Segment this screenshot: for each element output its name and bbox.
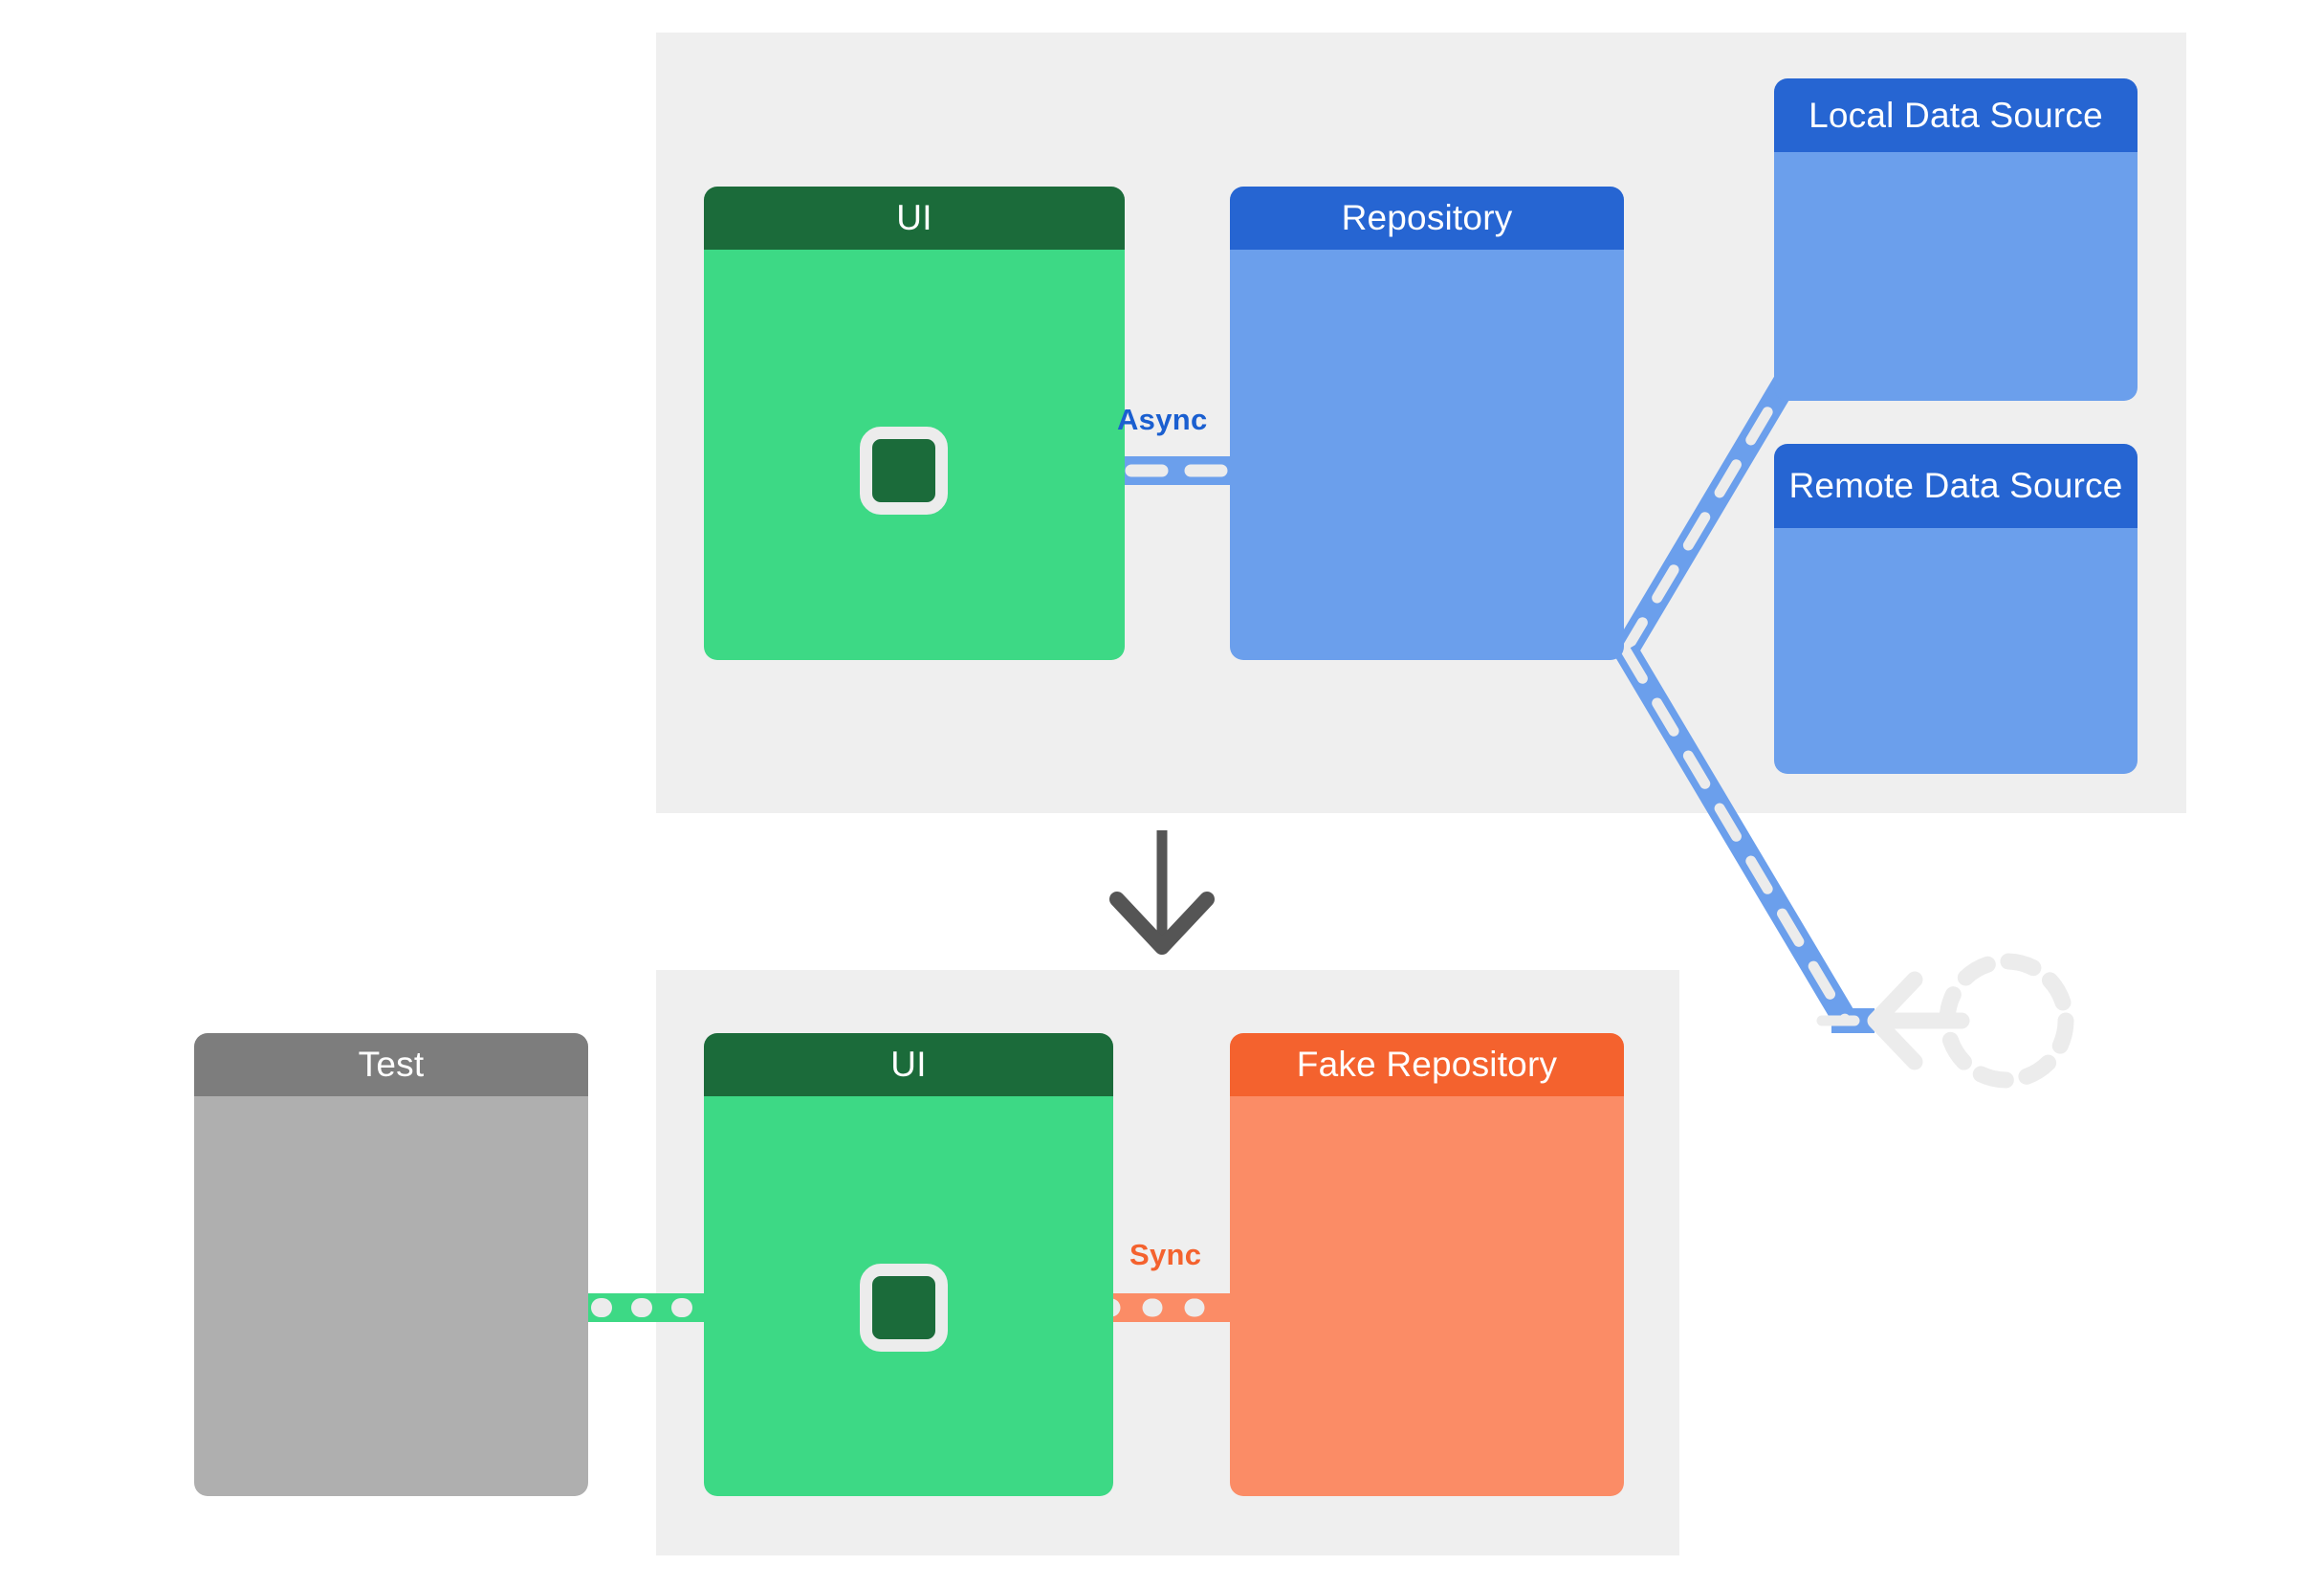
node-fake-repository-body [1230,1096,1624,1496]
ui-test-rounded-square-icon [860,1264,948,1352]
ui-production-rounded-square-icon [860,427,948,515]
arrow-down-icon [1109,830,1215,955]
node-repository-title: Repository [1230,187,1624,250]
node-local-data-source-body [1774,152,2138,401]
repo-to-remote-connector [1614,644,1875,1033]
node-fake-repository[interactable]: Fake Repository [1230,1033,1624,1496]
node-repository-body [1230,250,1624,660]
node-ui-production[interactable]: UI [704,187,1125,660]
node-test[interactable]: Test [194,1033,588,1496]
async-connector-label: Async [1117,403,1208,436]
node-ui-test-title: UI [704,1033,1113,1096]
node-fake-repository-title: Fake Repository [1230,1033,1624,1096]
remote-data-source-dashed-circle-icon [1939,953,2074,1089]
node-remote-data-source-title: Remote Data Source [1774,444,2138,528]
node-repository[interactable]: Repository [1230,187,1624,660]
node-remote-data-source[interactable]: Remote Data Source [1774,444,2138,774]
node-test-title: Test [194,1033,588,1096]
node-local-data-source-title: Local Data Source [1774,78,2138,152]
sync-connector-label: Sync [1129,1238,1202,1271]
node-local-data-source[interactable]: Local Data Source [1774,78,2138,401]
node-remote-data-source-body [1774,528,2138,774]
node-ui-production-title: UI [704,187,1125,250]
node-test-body [194,1096,588,1496]
